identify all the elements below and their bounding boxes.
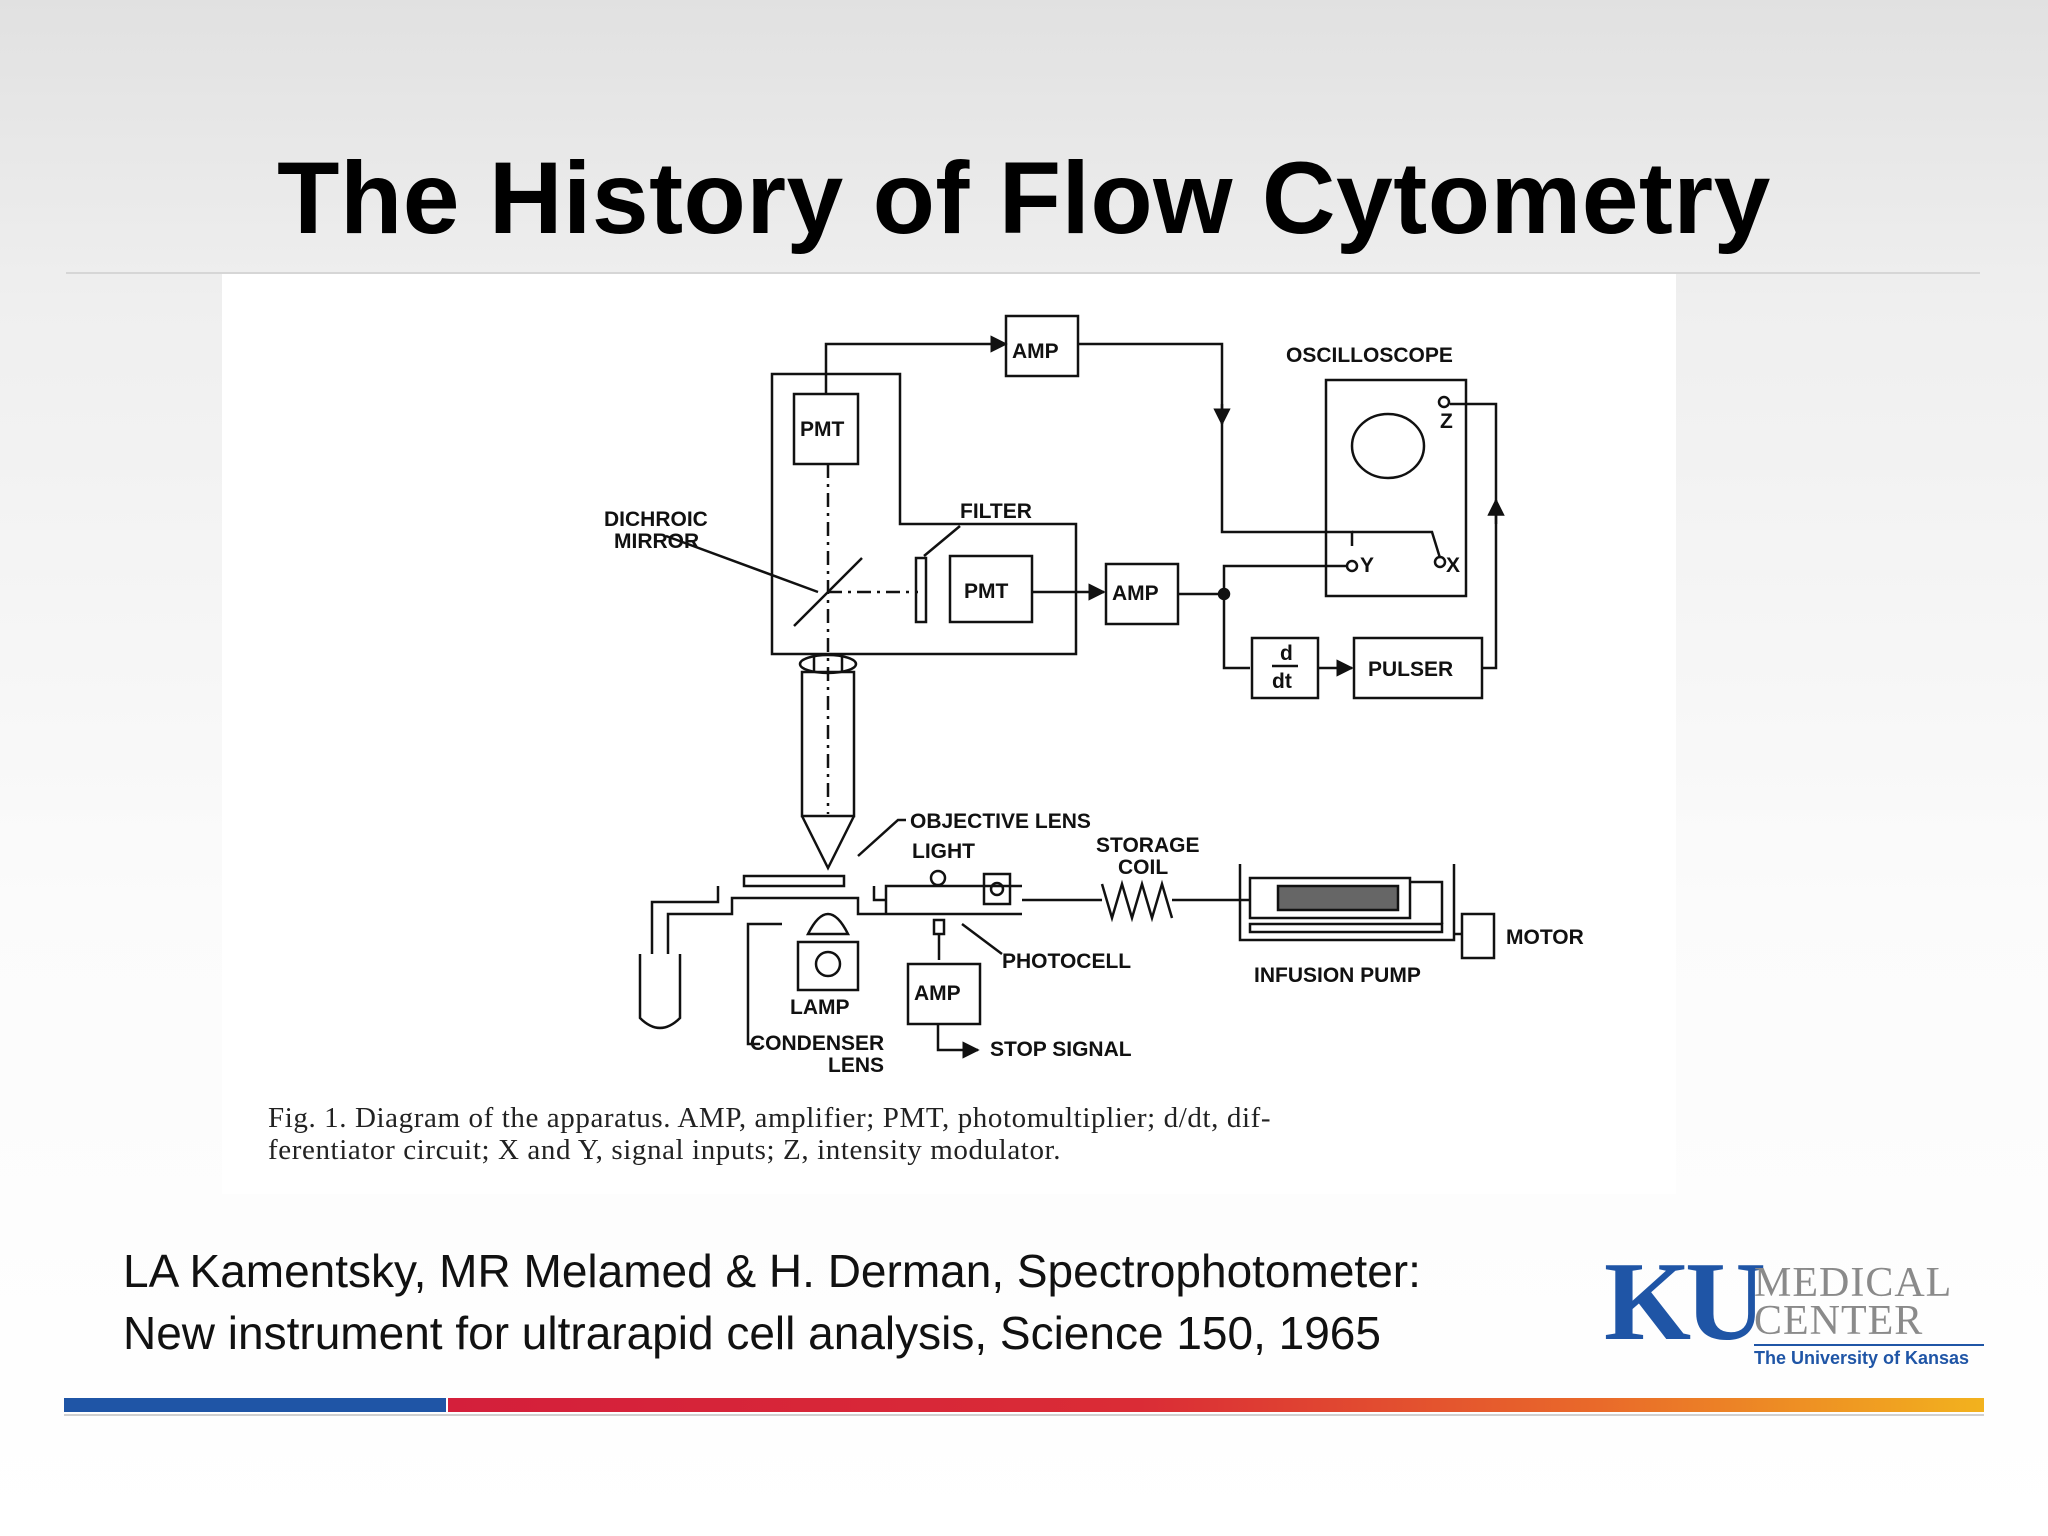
photocell-leader	[961, 923, 1003, 955]
label-objective-lens: OBJECTIVE LENS	[910, 810, 1091, 833]
pump-rail	[1248, 922, 1444, 934]
label-input-x: X	[1446, 554, 1460, 577]
label-diff-dt: dt	[1272, 670, 1292, 693]
label-stop-signal: STOP SIGNAL	[990, 1038, 1132, 1061]
condenser-leader	[746, 922, 782, 1046]
label-input-z: Z	[1440, 410, 1453, 433]
photocell	[932, 918, 946, 936]
label-lamp: LAMP	[790, 996, 850, 1019]
syringe-plunger	[1276, 884, 1400, 912]
storage-coil	[1022, 879, 1250, 923]
apparatus-diagram-figure: AMP OSCILLOSCOPE PMT DICHROIC MIRROR FIL…	[222, 274, 1676, 1194]
syringe-barrel	[1248, 876, 1412, 920]
label-amp-bottom: AMP	[914, 982, 961, 1005]
label-amp-top: AMP	[1012, 340, 1059, 363]
figure-caption-line-1: Fig. 1. Diagram of the apparatus. AMP, a…	[268, 1102, 1272, 1134]
filter	[914, 556, 928, 624]
citation-line-1: LA Kamentsky, MR Melamed & H. Derman, Sp…	[123, 1245, 1421, 1297]
flow-channel	[650, 884, 1022, 954]
logo-divider	[1754, 1344, 1984, 1346]
label-condenser: CONDENSER	[750, 1032, 884, 1055]
objective-lens-cone	[800, 815, 856, 871]
label-dichroic: DICHROIC	[604, 508, 708, 531]
sample-tube	[638, 954, 682, 1030]
label-coil: COIL	[1118, 856, 1168, 879]
wire-stop-signal	[936, 1024, 980, 1059]
label-pmt-side: PMT	[964, 580, 1009, 603]
label-mirror: MIRROR	[614, 530, 699, 553]
label-input-y: Y	[1360, 554, 1374, 577]
wire-amp-top-to-x	[1078, 342, 1354, 546]
pump-frame	[1238, 864, 1456, 942]
filter-leader	[923, 525, 961, 557]
wire-amp-mid-to-y	[1178, 564, 1348, 596]
label-filter: FILTER	[960, 500, 1032, 523]
oscilloscope-box	[1324, 378, 1468, 598]
motor-box	[1460, 912, 1496, 960]
amp-bottom-box	[906, 962, 982, 1026]
optical-housing	[770, 372, 1078, 656]
label-lens: LENS	[828, 1054, 884, 1077]
label-photocell: PHOTOCELL	[1002, 950, 1131, 973]
footer-bar-blue	[64, 1398, 446, 1412]
label-pmt-top: PMT	[800, 418, 845, 441]
logo-medical-text: MEDICAL	[1754, 1260, 1953, 1306]
wire-x-input	[1352, 530, 1442, 559]
logo-ku-mark: KU	[1604, 1240, 1766, 1364]
label-storage: STORAGE	[1096, 834, 1199, 857]
pmt-side-box	[948, 554, 1034, 624]
footer-bar-gradient	[448, 1398, 1984, 1412]
label-infusion-pump: INFUSION PUMP	[1254, 964, 1421, 987]
wire-pulser-to-z	[1450, 402, 1498, 670]
apparatus-diagram: AMP OSCILLOSCOPE PMT DICHROIC MIRROR FIL…	[604, 314, 1584, 1077]
title-divider	[66, 272, 1980, 274]
dichroic-leader	[665, 534, 819, 594]
citation-line-2: New instrument for ultrarapid cell analy…	[123, 1307, 1381, 1359]
oscilloscope-screen	[1350, 412, 1426, 480]
slide-title: The History of Flow Cytometry	[277, 141, 1771, 255]
label-oscilloscope: OSCILLOSCOPE	[1286, 344, 1453, 367]
label-motor: MOTOR	[1506, 926, 1584, 949]
ku-medical-center-logo: KU MEDICAL CENTER The University of Kans…	[1604, 1246, 1984, 1368]
objective-leader	[857, 818, 906, 857]
label-diff-d: d	[1280, 642, 1293, 665]
label-pulser: PULSER	[1368, 658, 1453, 681]
dichroic-mirror	[793, 557, 863, 627]
condenser-lens	[805, 912, 851, 936]
logo-university-text: The University of Kansas	[1754, 1348, 1970, 1368]
light-source	[929, 869, 947, 887]
wire-amp-mid-to-diff	[1222, 594, 1250, 670]
logo-center-text: CENTER	[1754, 1298, 1924, 1344]
label-light: LIGHT	[912, 840, 975, 863]
label-amp-mid: AMP	[1112, 582, 1159, 605]
figure-caption-line-2: ferentiator circuit; X and Y, signal inp…	[268, 1134, 1062, 1166]
lamp-bulb	[814, 950, 842, 978]
lamp-box	[796, 940, 860, 992]
footer-rule	[64, 1414, 1984, 1416]
valve	[982, 872, 1012, 906]
flow-cell-stage	[742, 874, 846, 888]
wire-pmt-to-amp-top	[824, 335, 1008, 394]
